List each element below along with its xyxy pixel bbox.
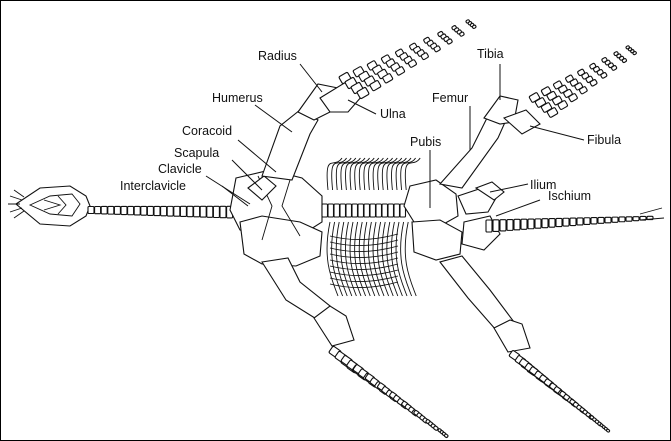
front-right-flipper xyxy=(262,258,448,438)
label-ischium: Ischium xyxy=(548,189,591,203)
label-tibia: Tibia xyxy=(477,47,504,61)
hind-right-flipper xyxy=(440,256,610,433)
label-coracoid: Coracoid xyxy=(182,124,232,138)
pectoral-girdle xyxy=(230,170,322,266)
label-ulna: Ulna xyxy=(380,107,406,121)
fibula-leader xyxy=(530,126,584,140)
radius-leader xyxy=(300,64,322,92)
ischium-leader xyxy=(496,200,540,216)
ribs-gastralia xyxy=(327,158,420,296)
dorsal-vertebrae xyxy=(322,204,406,217)
label-clavicle: Clavicle xyxy=(158,162,202,176)
humerus-leader xyxy=(255,105,292,132)
label-interclavicle: Interclavicle xyxy=(120,179,186,193)
label-humerus: Humerus xyxy=(212,91,263,105)
tail-vertebrae xyxy=(486,208,664,232)
skull xyxy=(8,186,90,226)
label-fibula: Fibula xyxy=(587,133,621,147)
label-scapula: Scapula xyxy=(174,146,219,160)
label-pubis: Pubis xyxy=(410,135,441,149)
label-radius: Radius xyxy=(258,49,297,63)
label-femur: Femur xyxy=(432,91,468,105)
neck-vertebrae xyxy=(88,206,233,218)
